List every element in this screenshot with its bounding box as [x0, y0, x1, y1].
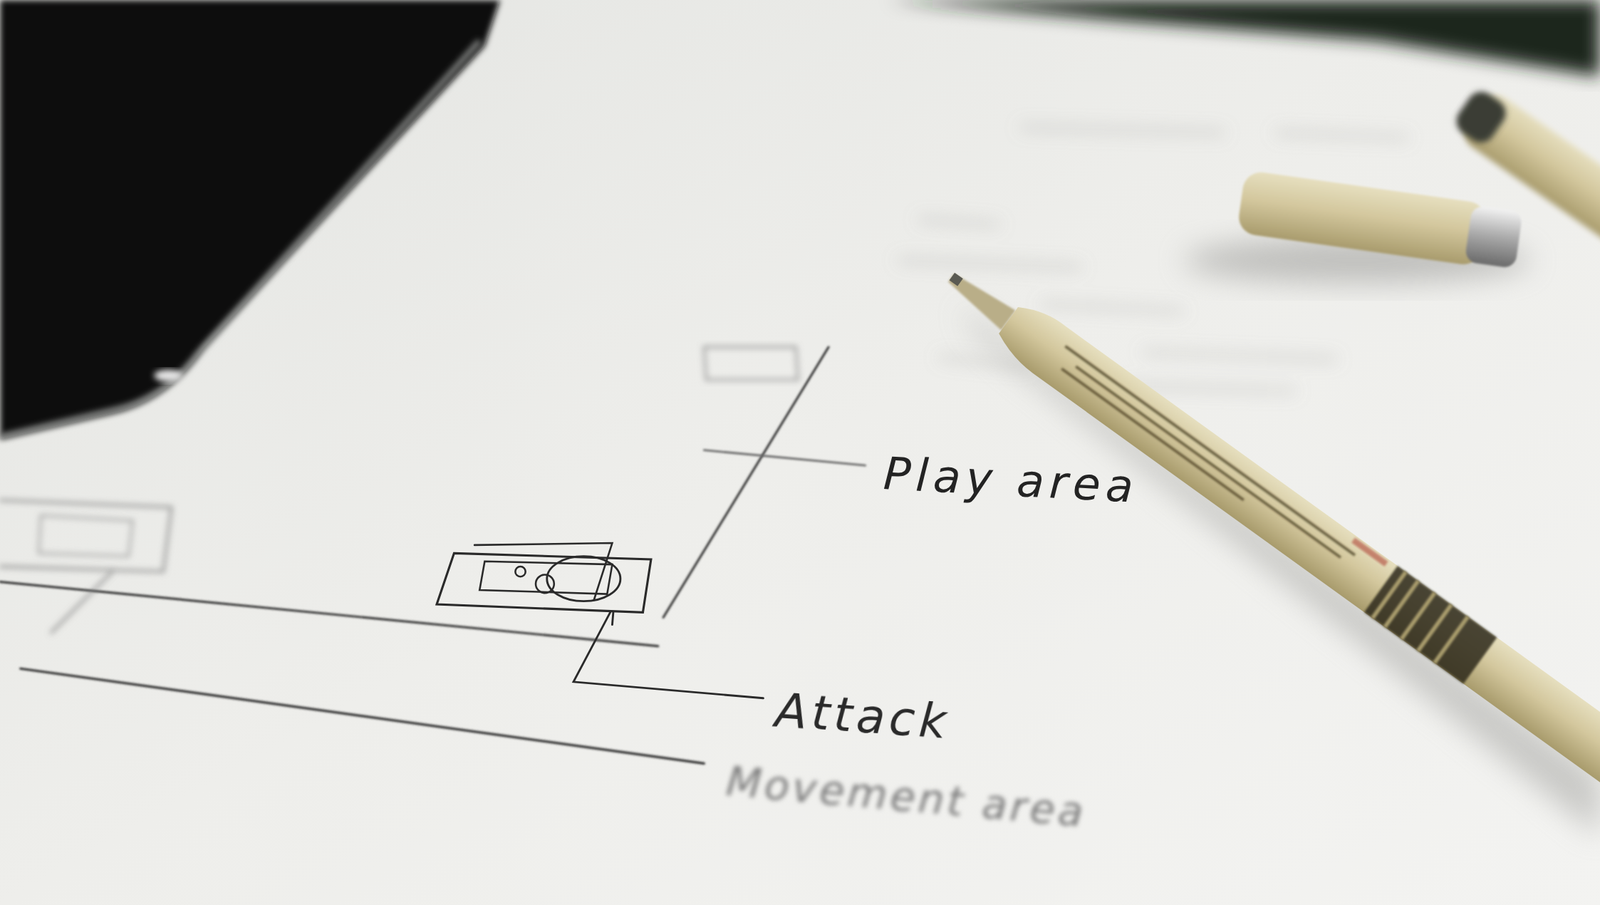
- second-pen: [1447, 81, 1600, 288]
- tablet-edge: [0, 40, 480, 437]
- tablet: [0, 0, 501, 439]
- sketch-lines: [0, 346, 866, 763]
- tablet-highlight: [153, 369, 183, 382]
- main-pen: [933, 255, 1600, 791]
- pen-cap: [1236, 169, 1524, 272]
- dark-background: [887, 0, 1600, 77]
